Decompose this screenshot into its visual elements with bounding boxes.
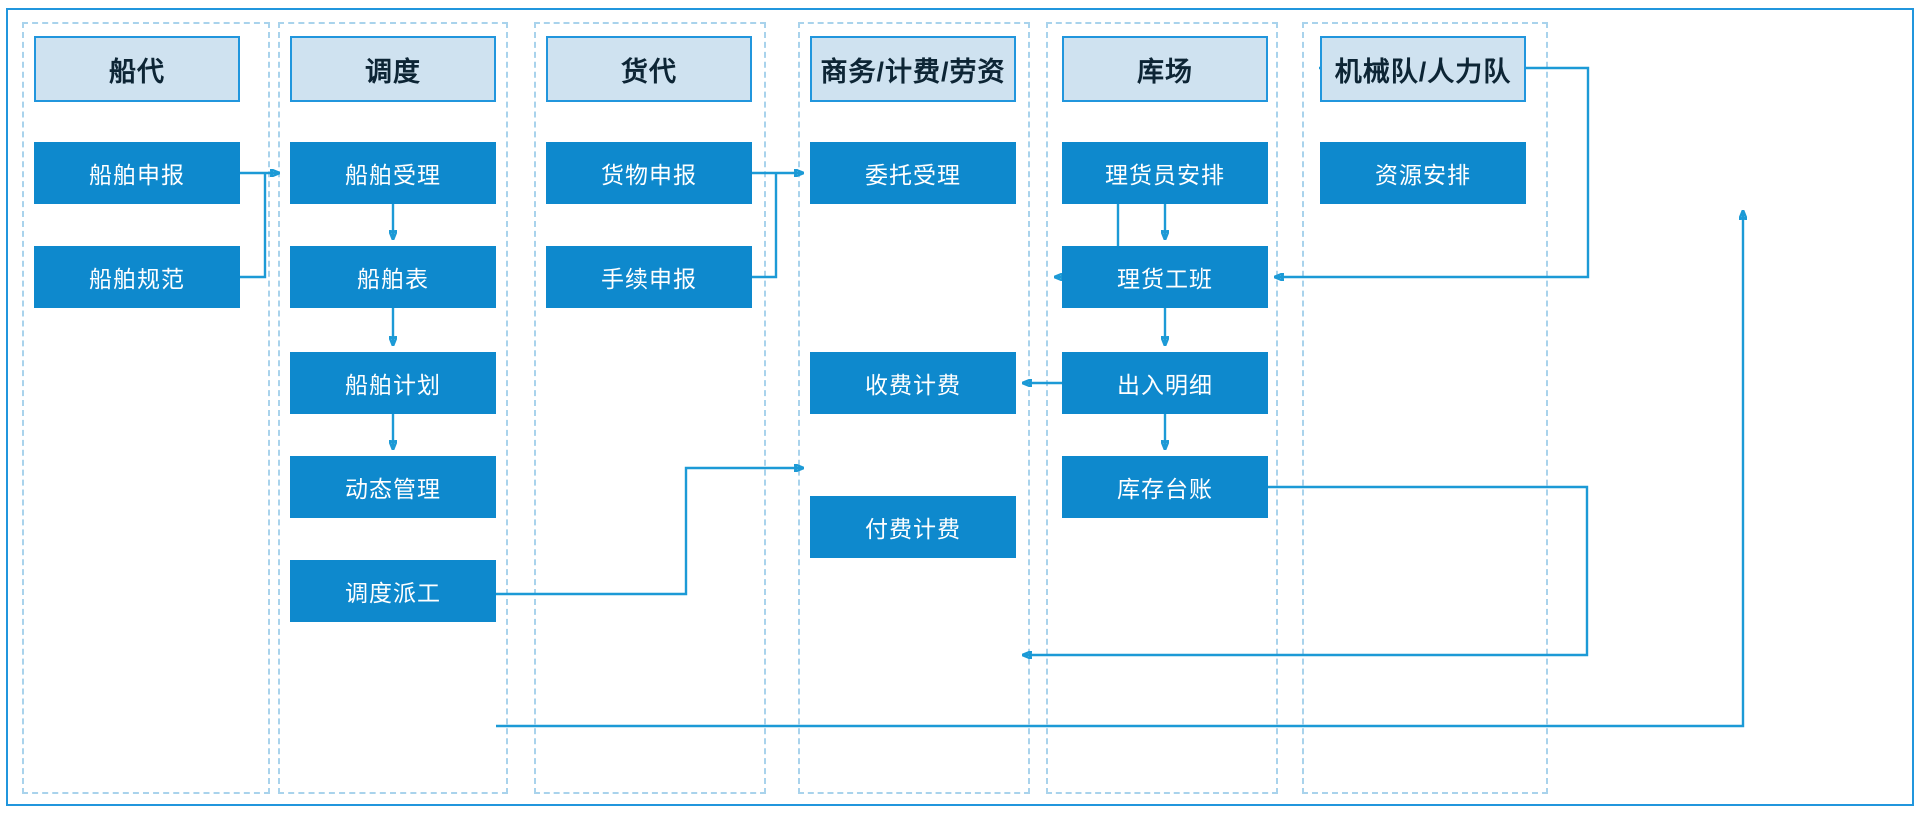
- node-chuanbo-shouli[interactable]: 船舶受理: [290, 142, 496, 204]
- hdr-diaodu[interactable]: 调度: [290, 36, 496, 102]
- node-chuanbo-biao[interactable]: 船舶表: [290, 246, 496, 308]
- node-lihuo-gongban[interactable]: 理货工班: [1062, 246, 1268, 308]
- node-chuanbo-jihua[interactable]: 船舶计划: [290, 352, 496, 414]
- swimlane-6: [1302, 22, 1548, 794]
- hdr-chuandai[interactable]: 船代: [34, 36, 240, 102]
- node-shoufei-jifei[interactable]: 收费计费: [810, 352, 1016, 414]
- node-weituo-shouli[interactable]: 委托受理: [810, 142, 1016, 204]
- hdr-kuchang[interactable]: 库场: [1062, 36, 1268, 102]
- node-shouxu-shenbao[interactable]: 手续申报: [546, 246, 752, 308]
- node-fufei-jifei[interactable]: 付费计费: [810, 496, 1016, 558]
- swimlane-1: [22, 22, 270, 794]
- node-churu-mingxi[interactable]: 出入明细: [1062, 352, 1268, 414]
- node-huowu-shenbao[interactable]: 货物申报: [546, 142, 752, 204]
- node-chuanbo-guifan[interactable]: 船舶规范: [34, 246, 240, 308]
- hdr-jixie[interactable]: 机械队/人力队: [1320, 36, 1526, 102]
- node-lihuoyuan-anpai[interactable]: 理货员安排: [1062, 142, 1268, 204]
- node-dongtai-guanli[interactable]: 动态管理: [290, 456, 496, 518]
- node-ziyuan-anpai[interactable]: 资源安排: [1320, 142, 1526, 204]
- node-chuanbo-shenbao[interactable]: 船舶申报: [34, 142, 240, 204]
- hdr-shangwu[interactable]: 商务/计费/劳资: [810, 36, 1016, 102]
- hdr-huodai[interactable]: 货代: [546, 36, 752, 102]
- swimlane-3: [534, 22, 766, 794]
- node-diaodu-paigong[interactable]: 调度派工: [290, 560, 496, 622]
- node-kucun-taizhang[interactable]: 库存台账: [1062, 456, 1268, 518]
